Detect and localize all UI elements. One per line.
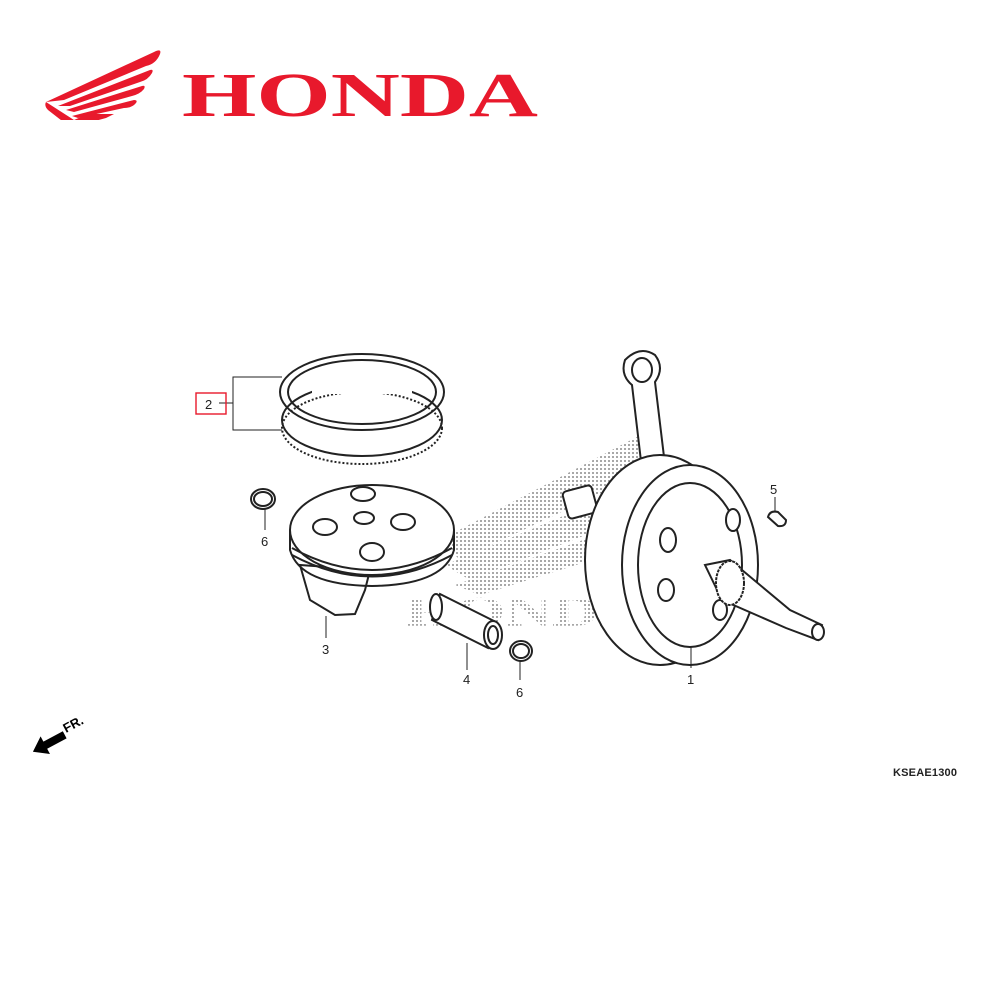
- piston-ring-set: [279, 353, 445, 465]
- honda-logo: HONDA: [45, 50, 538, 120]
- callout-number-6-left[interactable]: 6: [261, 534, 268, 549]
- honda-wordmark: HONDA: [182, 62, 538, 120]
- callout-number-5[interactable]: 5: [770, 482, 777, 497]
- diagram-code: KSEAE1300: [893, 767, 958, 779]
- piston: [289, 484, 455, 617]
- piston-pin-clip-left: [250, 488, 276, 530]
- front-direction-arrow-icon: [32, 731, 67, 754]
- callout-number-6-right[interactable]: 6: [516, 685, 523, 700]
- callout-number-4[interactable]: 4: [463, 672, 470, 687]
- callout-number-2[interactable]: 2: [205, 397, 212, 412]
- callout-2: [195, 376, 282, 431]
- callout-number-3[interactable]: 3: [322, 642, 329, 657]
- callout-number-1[interactable]: 1: [687, 672, 694, 687]
- honda-wing-icon: [45, 50, 161, 120]
- front-direction-label: FR.: [60, 713, 86, 736]
- piston-pin: [429, 592, 503, 650]
- woodruff-key: [766, 510, 788, 528]
- piston-pin-clip-right: [509, 640, 533, 680]
- crankshaft-assembly: [561, 350, 825, 666]
